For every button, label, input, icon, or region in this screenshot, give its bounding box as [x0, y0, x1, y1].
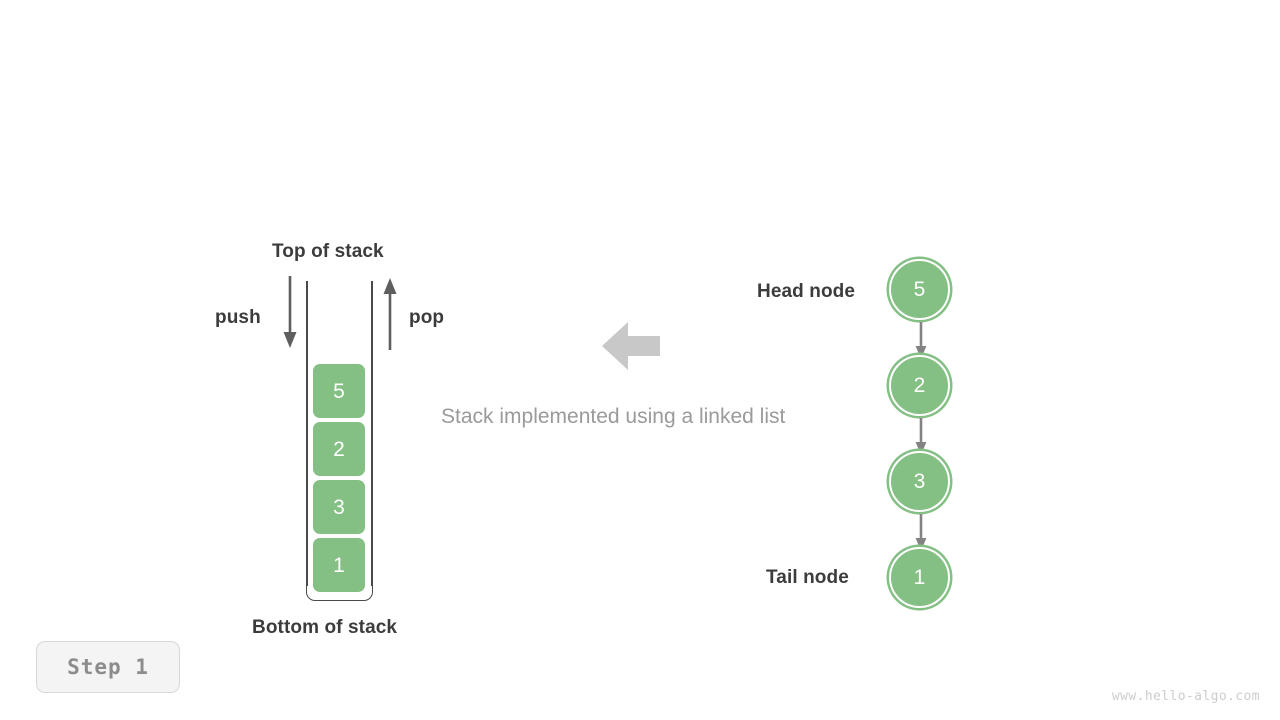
- pop-label: pop: [409, 307, 445, 328]
- stack-item-list: 5 2 3 1: [313, 364, 365, 592]
- tail-node-label: Tail node: [766, 567, 849, 588]
- top-of-stack-label: Top of stack: [272, 241, 384, 262]
- linked-list-node[interactable]: 3: [889, 451, 950, 512]
- linked-list-node[interactable]: 1: [889, 547, 950, 608]
- pop-arrow-icon: [383, 278, 397, 350]
- link-arrow-icon: [915, 514, 927, 551]
- diagram-caption: Stack implemented using a linked list: [441, 405, 786, 428]
- push-label: push: [215, 307, 261, 328]
- linked-list-node[interactable]: 5: [889, 259, 950, 320]
- stack-wall-right: [371, 281, 373, 586]
- stack-item[interactable]: 3: [313, 480, 365, 534]
- stack-item[interactable]: 5: [313, 364, 365, 418]
- left-block-arrow-icon: [602, 322, 660, 370]
- linked-list-node[interactable]: 2: [889, 355, 950, 416]
- stack-floor: [306, 569, 373, 601]
- stack-wall-left: [306, 281, 308, 586]
- link-arrow-icon: [915, 418, 927, 455]
- linked-list: 5 2 3 1: [880, 250, 960, 620]
- link-arrow-icon: [915, 322, 927, 359]
- watermark: www.hello-algo.com: [1111, 689, 1260, 704]
- stack-item[interactable]: 1: [313, 538, 365, 592]
- step-badge: Step 1: [36, 641, 180, 693]
- bottom-of-stack-label: Bottom of stack: [252, 617, 398, 638]
- stack-item[interactable]: 2: [313, 422, 365, 476]
- push-arrow-icon: [283, 276, 297, 348]
- stack-container: [306, 281, 373, 601]
- head-node-label: Head node: [757, 281, 856, 302]
